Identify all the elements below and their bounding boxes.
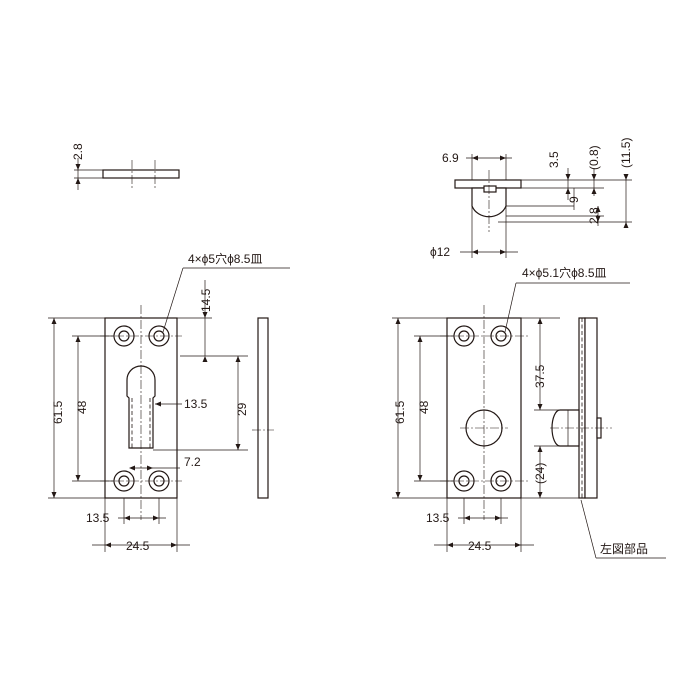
dim-13-5-slot-lines: [155, 401, 182, 407]
dim-hole-pitch-v-right: 48: [417, 400, 431, 414]
dim-pin-diameter: ϕ12: [430, 245, 450, 259]
part-note: 左図部品: [600, 541, 648, 556]
dim-thickness-left: 2.8: [71, 143, 85, 160]
part-note-leader: [580, 499, 666, 559]
dim-13-5-h-left-lines: [118, 498, 166, 524]
dim-overall-width-left: 24.5: [126, 539, 150, 553]
right-plate-side-view: [550, 317, 612, 499]
dim-flange-width: 6.9: [442, 151, 459, 165]
dim-24: (24): [533, 463, 547, 484]
dim-3-5: 3.5: [547, 151, 561, 168]
dim-slot-top-offset: 14.5: [199, 288, 213, 312]
dim-11-5: (11.5): [619, 138, 633, 168]
dim-0-8: (0.8): [587, 145, 601, 170]
dim-hole-pitch-h-right: 13.5: [426, 511, 450, 525]
left-hole-callout-leader: [162, 267, 290, 333]
dim-61-5-left-lines: [48, 317, 105, 499]
dim-overall-width-right: 24.5: [468, 539, 492, 553]
dim-9: 9: [567, 196, 581, 203]
dim-pin-diameter-lines: [460, 206, 518, 258]
dim-24-5-right-lines: [434, 498, 534, 552]
dim-37-5: 37.5: [533, 364, 547, 388]
left-hole-callout: 4×ϕ5穴ϕ8.5皿: [188, 251, 262, 266]
right-hole-callout-leader: [504, 282, 630, 333]
dim-2-8-right: 2.8: [587, 207, 601, 224]
dim-hole-pitch-v-left: 48: [75, 400, 89, 414]
dim-slot-length: 29: [235, 402, 249, 416]
dim-48-left-lines: [72, 335, 114, 482]
dim-24-5-left-lines: [92, 498, 190, 552]
dim-37-5-lines: [521, 317, 560, 411]
left-plate-edge-view: [74, 158, 180, 190]
dim-hole-pitch-h-left: 13.5: [86, 511, 110, 525]
dim-29-left-lines: [153, 356, 248, 451]
dim-overall-height-left: 61.5: [51, 400, 65, 424]
dim-6-9-lines: [466, 154, 512, 180]
dim-48-right-lines: [414, 335, 454, 482]
dim-7-2-lines: [129, 465, 180, 471]
dim-slot-width: 13.5: [184, 397, 208, 411]
dim-61-5-right-lines: [392, 317, 447, 499]
dim-24-lines: [521, 445, 579, 499]
dim-right-top-stack-lines: [498, 168, 632, 228]
dim-slot-narrow: 7.2: [184, 455, 201, 469]
dim-13-5-h-right-lines: [458, 498, 508, 524]
right-plate-front-view: [440, 305, 528, 520]
dim-14-5-left-lines: [177, 280, 248, 362]
dim-overall-height-right: 61.5: [393, 400, 407, 424]
right-hole-callout: 4×ϕ5.1穴ϕ8.5皿: [522, 265, 607, 280]
left-plate-side-view: [252, 317, 274, 499]
right-pin-top-view: [454, 170, 522, 232]
left-plate-front-view: [100, 305, 182, 520]
